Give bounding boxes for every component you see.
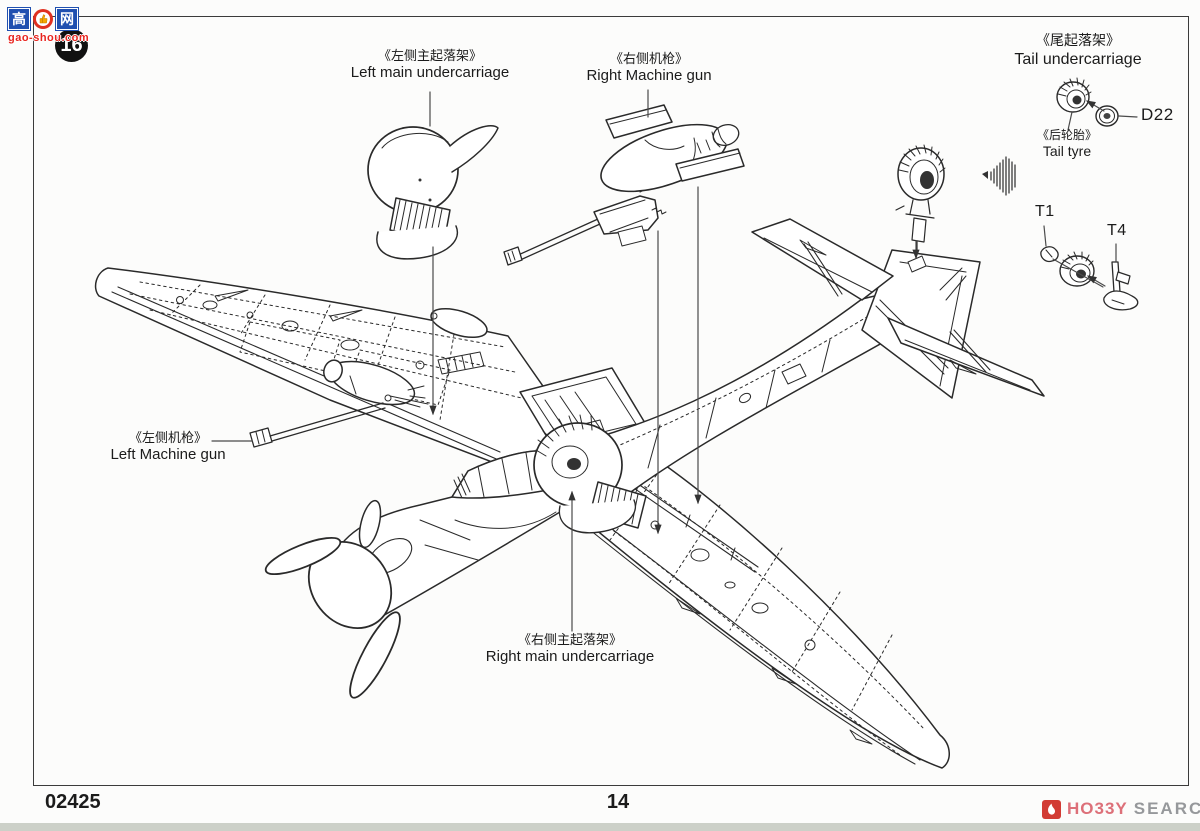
- callout-tail-undercarriage-zh: 《尾起落架》: [1036, 32, 1120, 48]
- callout-tail-undercarriage: 《尾起落架》 Tail undercarriage: [1014, 32, 1141, 70]
- part-label-t4: T4: [1107, 222, 1127, 239]
- callout-left-machine-gun: 《左侧机枪》 Left Machine gun: [110, 430, 225, 465]
- tail-wheel-assembly-part: [895, 144, 946, 253]
- spare-wheel-part: [1059, 251, 1095, 287]
- part-label-t1: T1: [1035, 203, 1055, 220]
- wing-bomb: [323, 359, 426, 406]
- kit-number: 02425: [45, 791, 101, 813]
- leader-lines: [211, 89, 1138, 632]
- callout-tail-tyre-zh: 《后轮胎》: [1036, 128, 1098, 142]
- callout-right-machine-gun: 《右侧机枪》 Right Machine gun: [586, 51, 711, 86]
- callout-right-main-undercarriage: 《右侧主起落架》 Right main undercarriage: [486, 632, 654, 667]
- callout-left-main-undercarriage: 《左侧主起落架》 Left main undercarriage: [351, 48, 509, 83]
- scan-edge-strip: [0, 823, 1200, 831]
- hobby-search-logo: HO33Y SEARCH: [1042, 799, 1200, 819]
- left-wing: [94, 267, 578, 489]
- part-label-d22: D22: [1141, 105, 1174, 124]
- callout-right-main-undercarriage-en: Right main undercarriage: [485, 648, 655, 666]
- watermark-logo-row: 高 网: [8, 8, 89, 30]
- comb-mark: [982, 156, 1016, 196]
- tail-tyre-part: [1056, 77, 1092, 113]
- part-t1: [1040, 246, 1059, 263]
- page-number: 14: [606, 791, 630, 813]
- watermark-domain: gao-shou.com: [8, 32, 90, 44]
- right-main-undercarriage-part: [533, 414, 647, 534]
- callout-left-machine-gun-zh: 《左侧机枪》: [128, 430, 208, 445]
- callout-left-main-undercarriage-en: Left main undercarriage: [350, 64, 510, 82]
- tail-assembly: [751, 218, 1045, 399]
- step-number-badge: 16: [55, 29, 88, 62]
- callout-tail-tyre-en: Tail tyre: [1042, 143, 1092, 159]
- callout-right-machine-gun-en: Right Machine gun: [586, 67, 712, 85]
- step-number: 16: [60, 34, 83, 56]
- hobby-search-brand-secondary: SEARCH: [1133, 799, 1200, 818]
- callout-left-main-undercarriage-zh: 《左侧主起落架》: [377, 48, 482, 63]
- part-d22: [1095, 105, 1119, 127]
- right-machine-gun-part: [503, 104, 745, 266]
- hobby-search-brand-primary: HO33Y: [1067, 799, 1128, 818]
- callout-tail-undercarriage-en: Tail undercarriage: [1014, 50, 1142, 68]
- left-main-undercarriage-part: [367, 125, 499, 260]
- gao-shou-watermark: 高 网 gao-shou.com: [8, 8, 89, 44]
- left-machine-gun-part: [249, 402, 386, 448]
- callout-right-machine-gun-zh: 《右侧机枪》: [609, 51, 689, 66]
- callout-right-main-undercarriage-zh: 《右侧主起落架》: [517, 632, 623, 647]
- watermark-char-right: 网: [56, 8, 78, 30]
- callout-left-machine-gun-en: Left Machine gun: [110, 446, 226, 464]
- part-t4: [1103, 261, 1139, 311]
- callout-tail-tyre: 《后轮胎》 Tail tyre: [1037, 128, 1097, 161]
- hobby-search-flame-icon: [1042, 799, 1061, 819]
- propeller: [264, 499, 401, 699]
- watermark-char-left: 高: [8, 8, 30, 30]
- thumbs-up-icon: [33, 9, 53, 29]
